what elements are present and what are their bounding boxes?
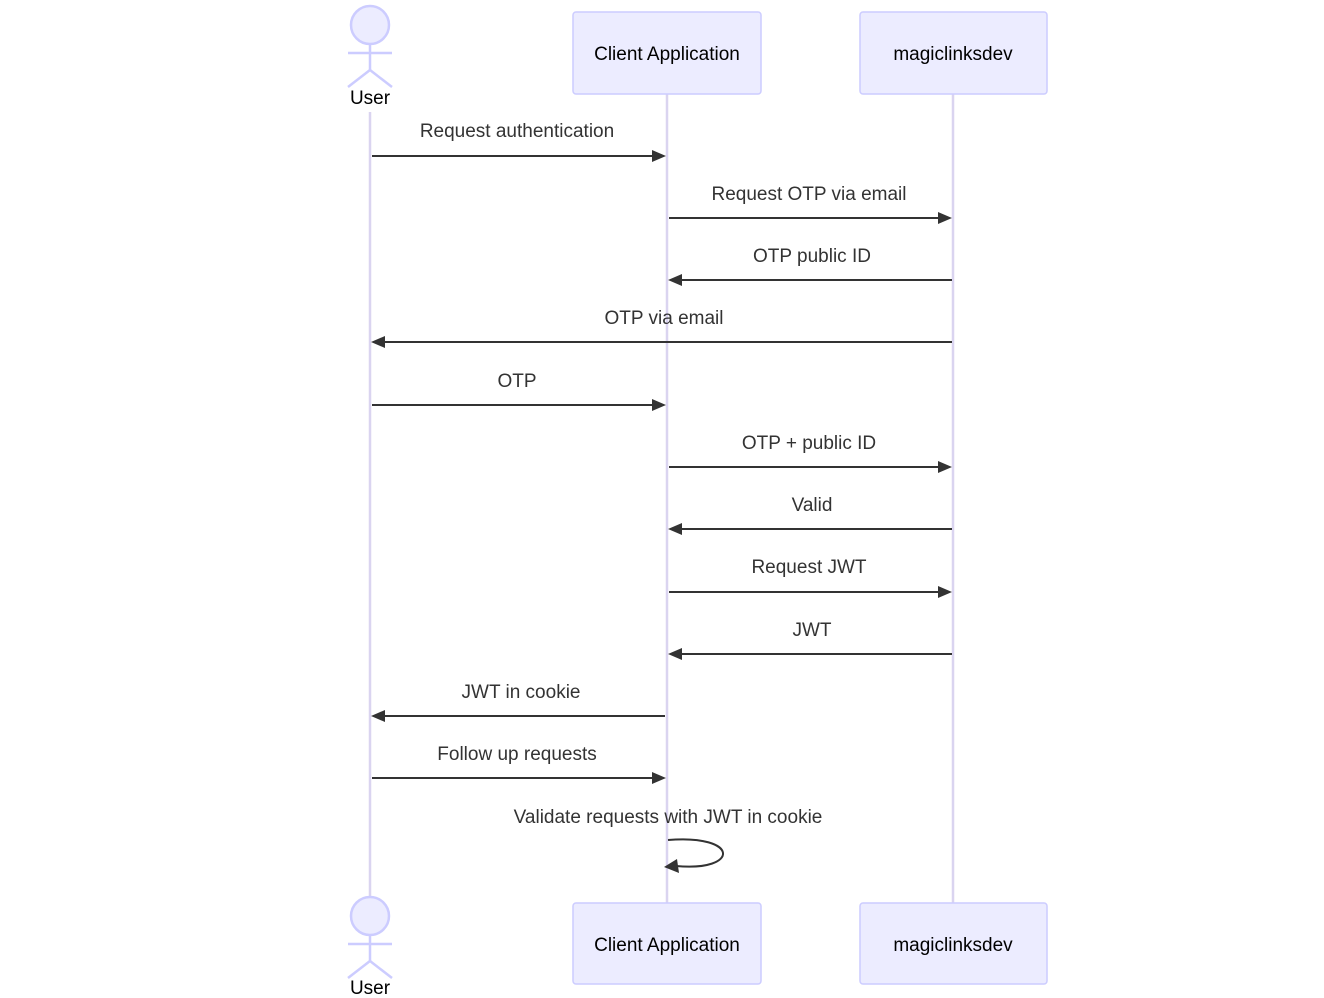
arrowhead-right [938,212,952,224]
participant-client-application-bottom: Client Application [572,902,762,985]
message-label: Validate requests with JWT in cookie [514,807,823,828]
message-validate-requests-self: Validate requests with JWT in cookie [514,807,823,873]
arrowhead-right [652,150,666,162]
message-label: OTP + public ID [742,433,876,454]
message-label: JWT [792,620,831,641]
participant-client-application-label: Client Application [594,44,740,65]
actor-head [349,4,391,46]
message-valid: Valid [668,495,952,535]
message-label: Valid [792,495,833,516]
arrowhead-left [371,710,385,722]
message-otp-public-id: OTP public ID [668,246,952,286]
participant-magiclinksdev-label: magiclinksdev [893,44,1013,65]
message-otp-plus-public-id: OTP + public ID [669,433,952,473]
message-label: OTP public ID [753,246,871,267]
arrowhead-left [668,274,682,286]
participant-magiclinksdev-bottom: magiclinksdev [859,902,1048,985]
participant-box [572,902,762,985]
participant-client-application-top: Client Application [572,11,762,95]
participant-box [859,11,1048,95]
participant-client-application-label: Client Application [594,935,740,956]
message-request-authentication: Request authentication [372,121,666,162]
actor-leg-left [347,69,371,88]
actor-user-top: User [347,4,393,109]
actor-leg-right [369,69,393,88]
message-label: JWT in cookie [462,682,581,703]
participant-box [572,11,762,95]
participant-magiclinksdev-label: magiclinksdev [893,935,1013,956]
actor-user-label: User [350,88,391,109]
actor-user-label: User [350,978,391,998]
actor-leg-left [347,960,371,979]
message-label: OTP [497,371,536,392]
actor-user-bottom: User [347,895,393,998]
message-jwt-in-cookie: JWT in cookie [371,682,665,722]
arrowhead-right [938,461,952,473]
message-otp-via-email: OTP via email [371,308,952,348]
arrowhead-left [371,336,385,348]
message-label: Follow up requests [437,744,596,765]
arrowhead-left [668,648,682,660]
arrowhead-left [664,859,679,873]
self-loop-arrow [667,838,724,868]
message-label: OTP via email [605,308,724,329]
arrowhead-right [652,399,666,411]
message-label: Request authentication [420,121,614,142]
message-request-otp-via-email: Request OTP via email [669,184,952,224]
message-label: Request OTP via email [711,184,906,205]
actor-head [349,895,391,937]
participant-box [859,902,1048,985]
message-jwt: JWT [668,620,952,660]
actor-leg-right [369,960,393,979]
arrowhead-left [668,523,682,535]
participant-magiclinksdev-top: magiclinksdev [859,11,1048,95]
arrowhead-right [938,586,952,598]
arrowhead-right [652,772,666,784]
message-follow-up-requests: Follow up requests [372,744,666,784]
message-request-jwt: Request JWT [669,557,952,598]
message-label: Request JWT [751,557,866,578]
message-otp: OTP [372,371,666,411]
